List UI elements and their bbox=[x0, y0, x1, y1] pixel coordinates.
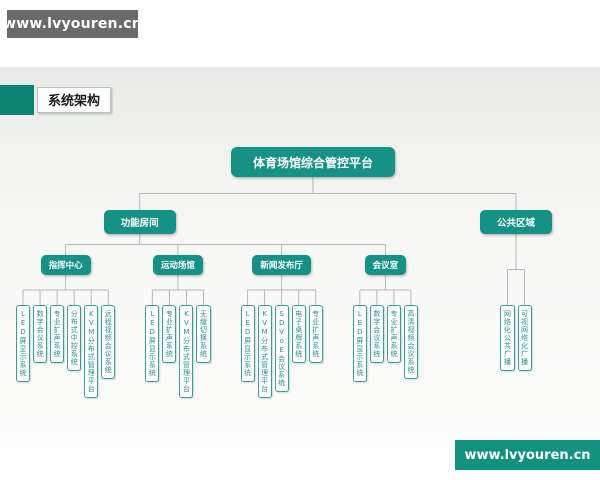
level3-node-room: 新闻发布厅 bbox=[252, 255, 311, 275]
leaf-system-box: LED屏显示系统 bbox=[16, 305, 31, 382]
leaf-system-box: 专业扩声系统 bbox=[50, 305, 65, 363]
root-node-platform: 体育场馆综合管控平台 bbox=[231, 147, 395, 177]
leaf-system-box: 无缝切换系统 bbox=[196, 305, 211, 363]
level3-node-room: 会议室 bbox=[364, 255, 407, 275]
watermark-top: www.lvyouren.cn bbox=[3, 10, 142, 38]
watermark-bottom: www.lvyouren.cn bbox=[455, 440, 600, 470]
level2-node-public-area: 公共区域 bbox=[480, 210, 552, 234]
leaf-system-box: LED屏显示系统 bbox=[352, 305, 367, 382]
leaf-system-box: 专业扩声系统 bbox=[386, 305, 401, 363]
leaf-system-box: KVM分布式管理平台 bbox=[257, 305, 272, 398]
leaf-system-box: LED屏显示系统 bbox=[240, 305, 255, 382]
level3-node-room: 指挥中心 bbox=[40, 255, 91, 275]
level3-node-room: 运动场馆 bbox=[152, 255, 203, 275]
leaf-system-box: 可视网络化广播 bbox=[517, 305, 532, 371]
leaf-system-box: 数字会议系统 bbox=[369, 305, 384, 363]
leaf-system-box: 高清视频会议系统 bbox=[403, 305, 418, 379]
slide-title-row: 系统架构 bbox=[0, 85, 112, 115]
leaf-system-box: 专业扩声系统 bbox=[308, 305, 323, 363]
leaf-system-box: 数字会议系统 bbox=[33, 305, 48, 363]
leaves-row: LED屏显示系统数字会议系统专业扩声系统高清视频会议系统 bbox=[352, 305, 418, 382]
subtree-public-area: 公共区域 网络化公共广播可视网络化广播 bbox=[432, 210, 600, 398]
leaf-system-box: KVM分布式管理平台 bbox=[84, 305, 99, 398]
leaf-system-box: 电子桌牌系统 bbox=[291, 305, 306, 363]
page-title: 系统架构 bbox=[37, 87, 112, 113]
leaf-system-box: 分布式中控系统 bbox=[67, 305, 82, 371]
function-rooms-header-row: 功能房间 bbox=[0, 210, 432, 234]
leaf-system-box: KVM分布式管理平台 bbox=[179, 305, 194, 398]
leaf-system-box: LED屏显示系统 bbox=[145, 305, 160, 382]
root-row: 体育场馆综合管控平台 bbox=[0, 147, 600, 177]
public-leaves-row: 网络化公共广播可视网络化广播 bbox=[500, 305, 532, 371]
leaf-system-box: SDVoE会议系统 bbox=[274, 305, 289, 392]
title-accent-square bbox=[0, 85, 34, 115]
leaf-system-box: 远程视频会议系统 bbox=[101, 305, 116, 379]
room-group: 会议室 LED屏显示系统数字会议系统专业扩声系统高清视频会议系统 bbox=[352, 255, 418, 398]
leaf-system-box: 网络化公共广播 bbox=[500, 305, 515, 371]
leaf-system-box: 专业扩声系统 bbox=[162, 305, 177, 363]
level2-node-function-rooms: 功能房间 bbox=[103, 210, 176, 234]
